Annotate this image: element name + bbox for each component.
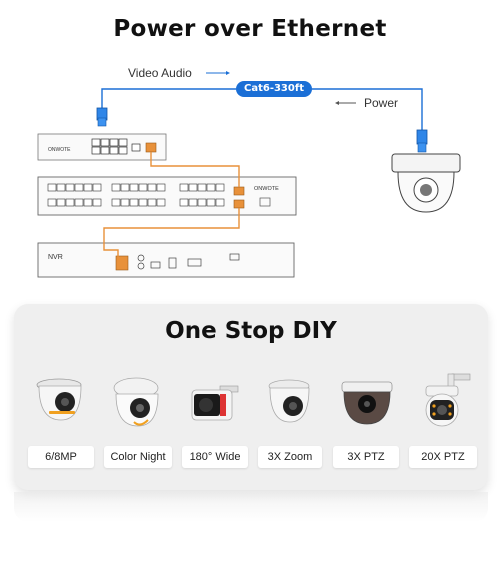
bullet-camera-icon — [191, 385, 239, 421]
cat6-cable — [101, 88, 423, 132]
ptz-dome-camera-icon — [341, 381, 393, 425]
ethernet-cables — [103, 152, 240, 263]
network-switch — [37, 133, 167, 161]
dome-camera-icon — [391, 153, 461, 213]
camera-label-180-wide: 180° Wide — [182, 446, 248, 468]
rj45-connector-right-icon — [416, 129, 428, 153]
poe-diagram: ONWOTE ONWOTE NVR — [37, 71, 461, 278]
page-title: Power over Ethernet — [113, 16, 387, 42]
cat6-badge: Cat6-330ft — [236, 81, 312, 97]
ptz-speed-dome-icon — [425, 373, 471, 427]
poe-switch — [37, 176, 297, 216]
panel-shadow — [14, 492, 488, 522]
camera-label-6-8mp: 6/8MP — [28, 446, 94, 468]
panel-title: One Stop DIY — [165, 318, 337, 344]
camera-label-20x-ptz: 20X PTZ — [409, 446, 477, 468]
video-audio-label: Video Audio — [128, 66, 192, 80]
turret-camera-icon — [113, 377, 159, 427]
power-arrow — [335, 101, 356, 105]
nvr-recorder — [37, 242, 295, 278]
dome-camera-icon — [36, 378, 82, 421]
video-audio-arrow — [206, 71, 230, 75]
switch-brand: ONWOTE — [48, 147, 71, 153]
camera-label-3x-ptz: 3X PTZ — [333, 446, 399, 468]
nvr-label: NVR — [48, 254, 63, 261]
camera-label-color-night: Color Night — [104, 446, 172, 468]
rj45-connector-left-icon — [96, 107, 108, 127]
poe-switch-brand: ONWOTE — [254, 186, 279, 192]
camera-label-3x-zoom: 3X Zoom — [258, 446, 322, 468]
power-label: Power — [364, 96, 399, 110]
turret-zoom-camera-icon — [268, 379, 310, 423]
